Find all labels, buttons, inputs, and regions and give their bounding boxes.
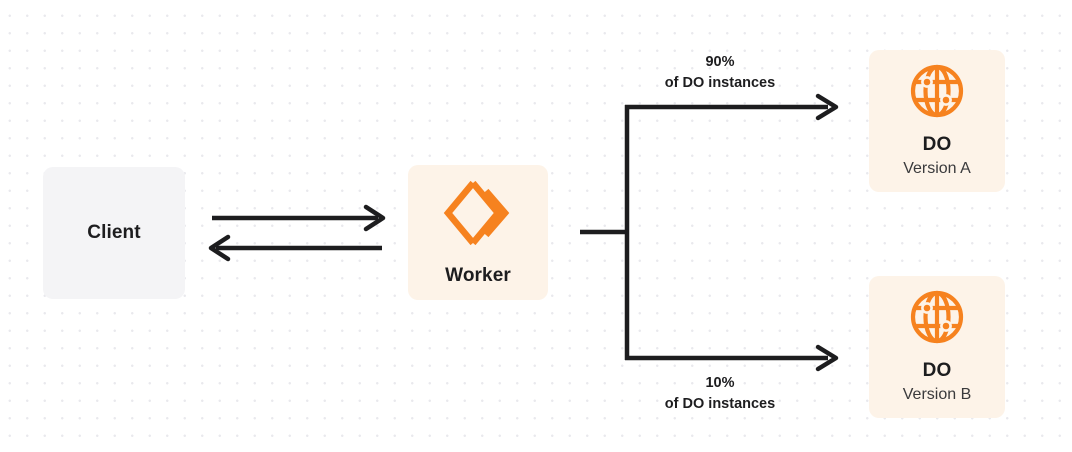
node-do-a-title: DO	[922, 134, 952, 156]
node-do-a-subtitle: Version A	[903, 160, 971, 177]
arrow-worker-to-do-b	[625, 344, 839, 372]
edge-label-do-a-percent: 90%	[705, 54, 735, 70]
node-client[interactable]: Client	[43, 167, 185, 299]
arrow-worker-to-do-a	[625, 93, 839, 121]
durable-object-globe-icon	[908, 62, 966, 120]
connector-worker-split	[580, 105, 630, 360]
node-do-b-title: DO	[922, 360, 952, 382]
edge-label-do-b-percent: 10%	[705, 375, 735, 391]
node-do-b-subtitle: Version B	[902, 386, 972, 403]
edge-label-do-b: 10% of DO instances	[605, 373, 835, 414]
node-worker-title: Worker	[445, 265, 511, 287]
durable-object-globe-icon	[908, 288, 966, 346]
edge-label-do-b-text: of DO instances	[664, 395, 776, 412]
edge-label-do-a-text: of DO instances	[664, 74, 776, 91]
node-do-version-a[interactable]: DO Version A	[869, 50, 1005, 192]
arrow-client-to-worker	[212, 204, 386, 232]
edge-label-do-a: 90% of DO instances	[605, 52, 835, 93]
node-client-title: Client	[87, 221, 141, 243]
cloudflare-workers-icon	[443, 177, 513, 249]
arrow-worker-to-client	[208, 234, 382, 262]
node-do-version-b[interactable]: DO Version B	[869, 276, 1005, 418]
node-worker[interactable]: Worker	[408, 165, 548, 300]
